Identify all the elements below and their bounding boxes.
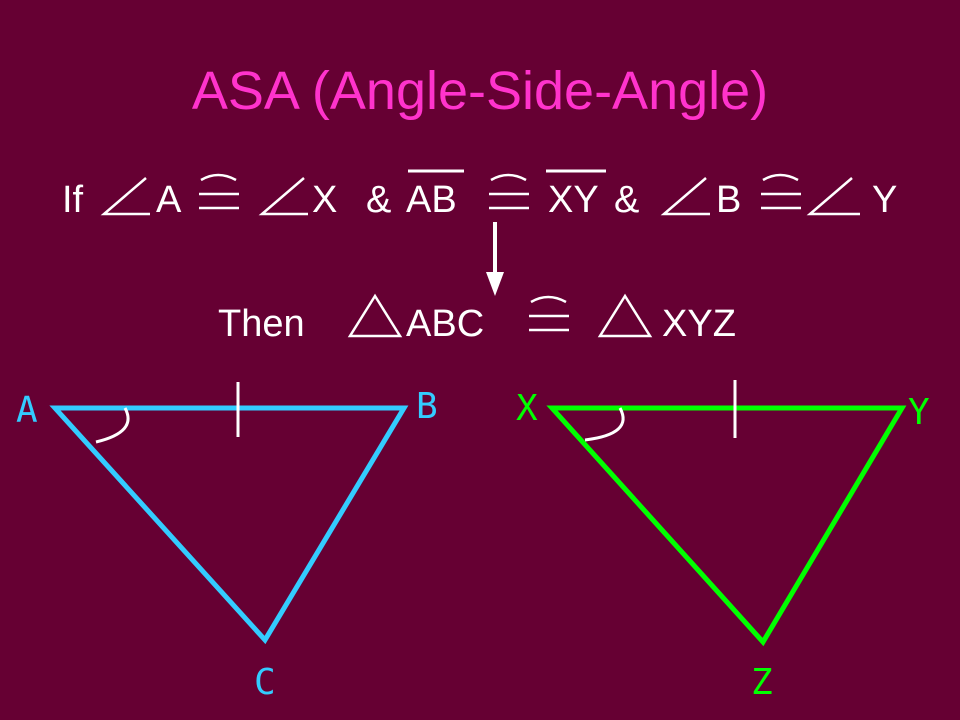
triangle-xyz-shape bbox=[546, 405, 907, 647]
vertex-x-label: X bbox=[516, 388, 538, 429]
triangle-xyz-label: XYZ bbox=[662, 303, 736, 345]
ampersand-2: & bbox=[614, 179, 640, 221]
angle-y-label: Y bbox=[872, 179, 898, 221]
congruent-icon bbox=[489, 173, 529, 210]
down-arrow-icon bbox=[486, 222, 504, 296]
segment-bar-icon bbox=[546, 169, 606, 173]
then-word: Then bbox=[218, 303, 305, 345]
angle-b-label: B bbox=[716, 179, 742, 221]
triangle-abc-label: ABC bbox=[406, 303, 485, 345]
congruent-icon bbox=[199, 173, 239, 210]
congruent-icon bbox=[529, 295, 569, 332]
slide-title: ASA (Angle-Side-Angle) bbox=[191, 61, 769, 121]
angle-icon bbox=[660, 177, 710, 216]
triangle-abc-angle-arc bbox=[95, 407, 130, 444]
vertex-z-label: Z bbox=[751, 662, 773, 703]
triangle-icon bbox=[597, 293, 653, 338]
congruent-icon bbox=[761, 173, 801, 210]
angle-a-label: A bbox=[156, 179, 182, 221]
triangle-xyz: X Y Z bbox=[516, 380, 930, 703]
vertex-c-label: C bbox=[254, 662, 276, 703]
triangle-abc: A B C bbox=[16, 382, 438, 703]
segment-bar-icon bbox=[408, 169, 464, 173]
if-word: If bbox=[62, 179, 84, 221]
triangle-xyz-angle-arc bbox=[584, 407, 625, 442]
angle-x-label: X bbox=[312, 179, 338, 221]
ampersand-1: & bbox=[366, 179, 392, 221]
segment-xy-label: XY bbox=[548, 179, 599, 221]
triangle-abc-shape bbox=[49, 405, 409, 645]
vertex-b-label: B bbox=[416, 386, 438, 427]
vertex-a-label: A bbox=[16, 390, 38, 431]
angle-icon bbox=[258, 177, 308, 216]
angle-icon bbox=[100, 177, 150, 216]
triangle-icon bbox=[347, 293, 403, 338]
angle-icon bbox=[806, 177, 860, 216]
vertex-y-label: Y bbox=[908, 392, 930, 433]
segment-ab-label: AB bbox=[406, 179, 457, 221]
